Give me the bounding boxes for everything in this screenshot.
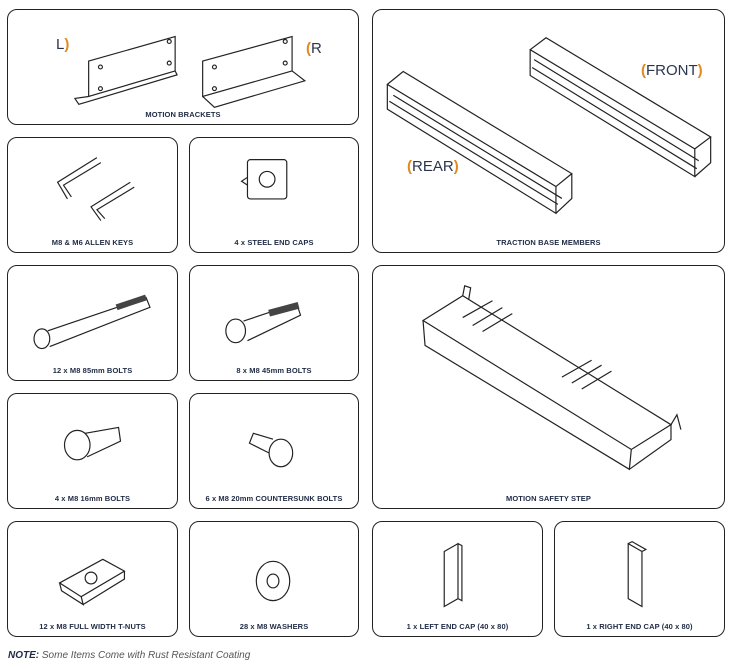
item-label: 4 x STEEL END CAPS [234, 238, 314, 247]
right-end-cap-panel: 1 x RIGHT END CAP (40 x 80) [554, 521, 725, 637]
bolt-85mm-image [33, 294, 151, 350]
bolt-16mm-image [63, 426, 122, 461]
item-label: 4 x M8 16mm BOLTS [54, 494, 131, 503]
rear-marker: (REAR) [407, 158, 459, 175]
motion-brackets-panel: L) (R MOTION BRACKETS [7, 9, 359, 125]
paren: ) [453, 158, 459, 175]
right-label: R [311, 40, 322, 57]
left-end-cap-panel: 1 x LEFT END CAP (40 x 80) [372, 521, 543, 637]
m8-45mm-bolts-panel: 8 x M8 45mm BOLTS [189, 265, 359, 381]
left-side-marker: L) [56, 36, 69, 53]
item-label: 8 x M8 45mm BOLTS [236, 366, 312, 375]
allen-keys-panel: M8 & M6 ALLEN KEYS [7, 137, 178, 253]
t-nut-image [58, 558, 126, 606]
washers-panel: 28 x M8 WASHERS [189, 521, 359, 637]
allen-keys-image [56, 157, 135, 221]
front-marker: (FRONT) [641, 62, 703, 79]
item-label: 28 x M8 WASHERS [239, 622, 309, 631]
safety-step-image [421, 285, 682, 471]
item-label: M8 & M6 ALLEN KEYS [51, 238, 134, 247]
steel-end-cap-image [240, 159, 288, 200]
rear-label: REAR [412, 158, 454, 175]
right-end-cap-image [627, 540, 648, 608]
washer-image [255, 560, 291, 602]
note-prefix: NOTE: [8, 650, 40, 661]
steel-end-caps-panel: 4 x STEEL END CAPS [189, 137, 359, 253]
paren: ( [641, 62, 646, 79]
rust-coating-note: NOTE: Some Items Come with Rust Resistan… [8, 650, 250, 661]
paren: ( [306, 40, 311, 57]
right-side-marker: (R [306, 40, 322, 57]
note-text: Some Items Come with Rust Resistant Coat… [39, 650, 251, 661]
item-label: MOTION BRACKETS [145, 110, 221, 119]
m8-16mm-bolts-panel: 4 x M8 16mm BOLTS [7, 393, 178, 509]
traction-base-image [386, 37, 712, 215]
m8-85mm-bolts-panel: 12 x M8 85mm BOLTS [7, 265, 178, 381]
item-label: 12 x M8 FULL WIDTH T-NUTS [39, 622, 146, 631]
front-label: FRONT [646, 62, 698, 79]
countersunk-bolts-panel: 6 x M8 20mm COUNTERSUNK BOLTS [189, 393, 359, 509]
paren: ) [697, 62, 703, 79]
motion-safety-step-panel: MOTION SAFETY STEP [372, 265, 725, 509]
item-label: TRACTION BASE MEMBERS [496, 238, 601, 247]
bolt-45mm-image [225, 301, 302, 344]
paren: ) [64, 36, 70, 53]
item-label: 6 x M8 20mm COUNTERSUNK BOLTS [205, 494, 343, 503]
left-label: L [56, 36, 65, 53]
item-label: 1 x RIGHT END CAP (40 x 80) [586, 622, 693, 631]
t-nuts-panel: 12 x M8 FULL WIDTH T-NUTS [7, 521, 178, 637]
traction-base-panel: (FRONT) (REAR) TRACTION BASE MEMBERS [372, 9, 725, 253]
left-end-cap-image [443, 542, 463, 608]
item-label: 1 x LEFT END CAP (40 x 80) [406, 622, 509, 631]
paren: ( [407, 158, 412, 175]
item-label: 12 x M8 85mm BOLTS [52, 366, 133, 375]
motion-brackets-image [73, 35, 307, 108]
item-label: MOTION SAFETY STEP [505, 494, 591, 503]
countersunk-bolt-image [248, 432, 294, 468]
